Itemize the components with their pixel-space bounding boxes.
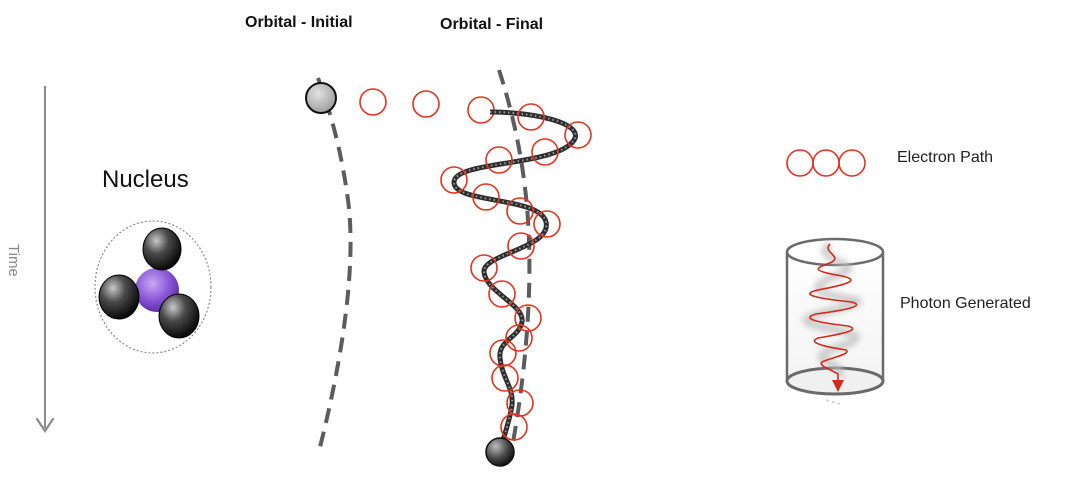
header-orbital-initial: Orbital - Initial xyxy=(245,14,353,31)
legend-electron-path-label: Electron Path xyxy=(897,149,994,166)
electron-path-ring xyxy=(533,210,561,238)
electron-path-ring xyxy=(485,146,513,174)
legend-electron-path-icon xyxy=(786,149,866,177)
electron-path-ring xyxy=(359,88,387,116)
electron-path-ring xyxy=(472,183,500,211)
electron-path-ring xyxy=(514,304,542,332)
nucleus-label: Nucleus xyxy=(102,166,189,193)
electron-path-horizontal xyxy=(359,88,495,124)
orbital-initial-path xyxy=(316,77,353,456)
electron-path-ring xyxy=(517,103,545,131)
electron-path-ring xyxy=(505,324,533,352)
electron-path-ring xyxy=(489,339,517,367)
electron-path-ring xyxy=(440,166,468,194)
electron-path-ring xyxy=(491,364,519,392)
electron-path-ring xyxy=(470,254,498,282)
electron-path-ring xyxy=(412,90,440,118)
legend-photon-icon xyxy=(785,237,885,405)
nucleus xyxy=(94,220,212,354)
electron-path-ring xyxy=(500,413,528,441)
electron-path-ring xyxy=(564,121,592,149)
nucleus-boundary xyxy=(94,220,212,354)
neutron-top xyxy=(142,227,182,271)
electron-path-ring xyxy=(506,197,534,225)
neutron-left xyxy=(98,274,140,320)
neutron-right xyxy=(158,293,200,339)
electron-initial xyxy=(305,82,337,114)
time-arrow-head-icon xyxy=(35,417,55,433)
electron-path-wave xyxy=(440,103,592,441)
electron-final xyxy=(485,437,515,467)
electron-path-ring xyxy=(531,138,559,166)
electron-path-ring xyxy=(507,232,535,260)
transition-wave-path xyxy=(451,109,578,451)
electron-path-ring xyxy=(488,280,516,308)
time-axis xyxy=(35,86,55,433)
time-label: Time xyxy=(5,244,22,277)
legend-photon-generated-label: Photon Generated xyxy=(900,295,1031,312)
header-orbital-final: Orbital - Final xyxy=(440,16,544,33)
